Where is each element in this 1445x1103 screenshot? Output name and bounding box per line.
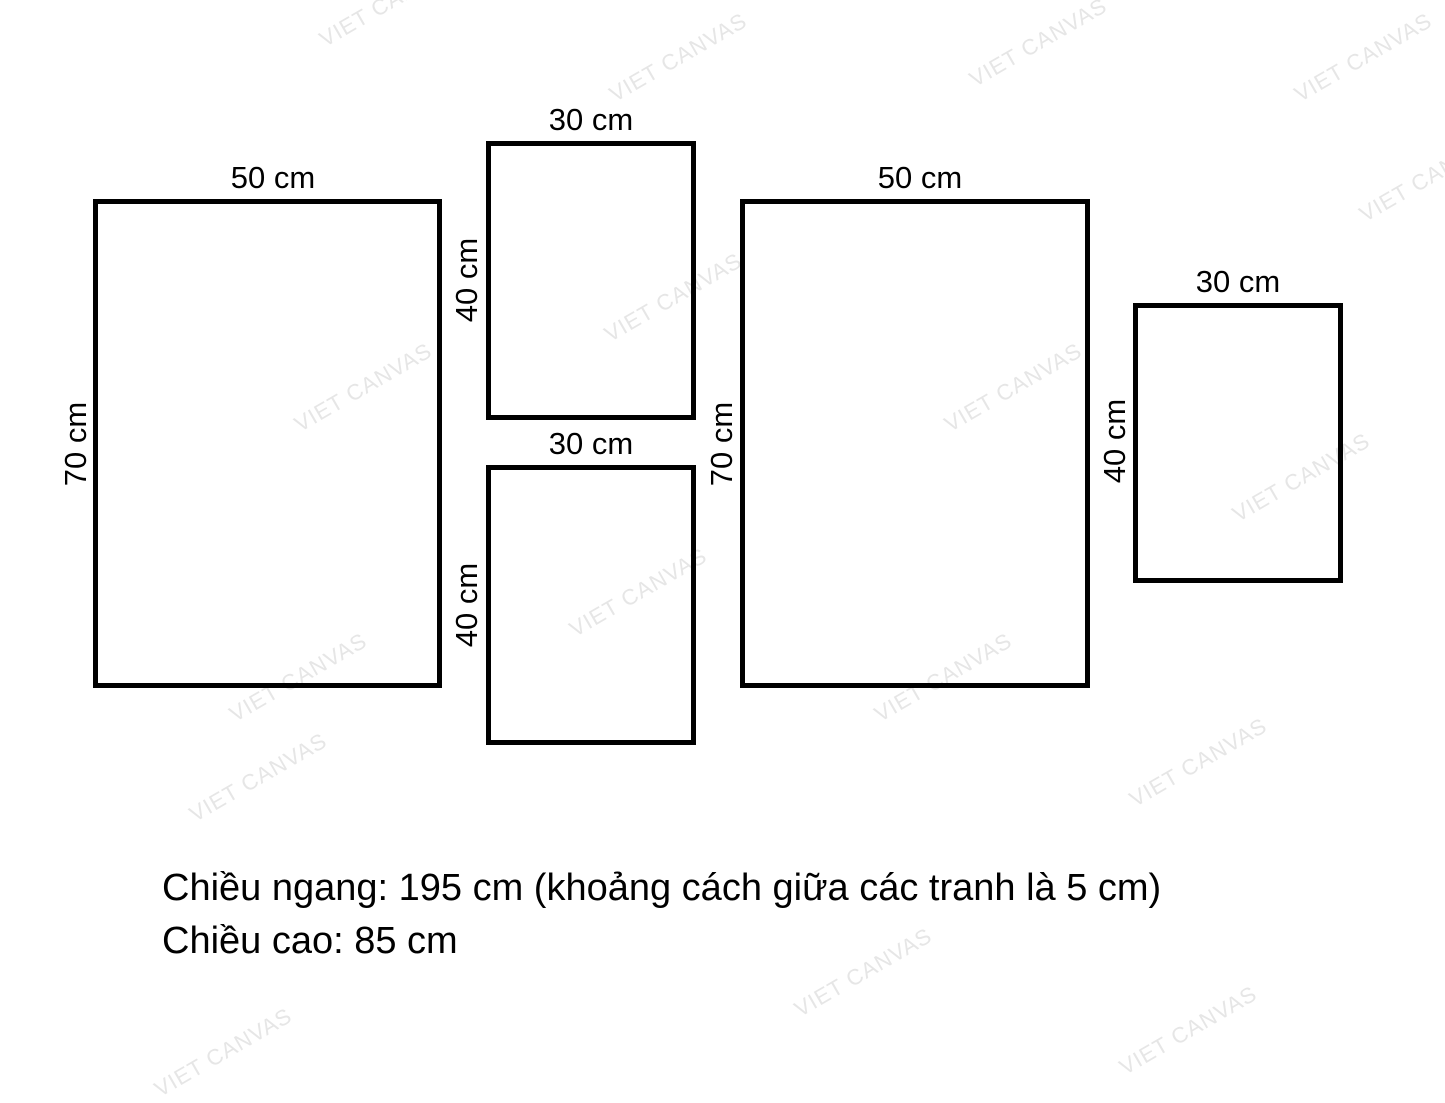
panel-2-frame xyxy=(486,141,696,420)
watermark-text: VIET CANVAS xyxy=(1355,127,1445,227)
panel-1-frame xyxy=(93,199,442,688)
panel-5-width-label: 30 cm xyxy=(1195,264,1281,299)
panel-3-width-label: 30 cm xyxy=(548,426,634,461)
panel-4-frame xyxy=(740,199,1090,688)
panel-2-width-label: 30 cm xyxy=(548,102,634,137)
panel-5-height-label: 40 cm xyxy=(1097,398,1132,484)
watermark-text: VIET CANVAS xyxy=(1115,980,1262,1080)
panel-5-frame xyxy=(1133,303,1343,583)
total-width-caption: Chiều ngang: 195 cm (khoảng cách giữa cá… xyxy=(162,867,1162,909)
total-height-caption: Chiều cao: 85 cm xyxy=(162,920,458,962)
watermark-text: VIET CANVAS xyxy=(1290,7,1437,107)
panel-4-width-label: 50 cm xyxy=(877,160,963,195)
watermark-text: VIET CANVAS xyxy=(605,7,752,107)
panel-4-height-label: 70 cm xyxy=(704,401,739,487)
watermark-text: VIET CANVAS xyxy=(150,1002,297,1102)
panel-1-height-label: 70 cm xyxy=(58,401,93,487)
watermark-text: VIET CANVAS xyxy=(185,727,332,827)
watermark-text: VIET CANVAS xyxy=(790,922,937,1022)
watermark-text: VIET CANVAS xyxy=(1125,712,1272,812)
panel-3-frame xyxy=(486,465,696,745)
panel-3-height-label: 40 cm xyxy=(449,562,484,648)
panel-2-height-label: 40 cm xyxy=(449,237,484,323)
watermark-text: VIET CANVAS xyxy=(965,0,1112,92)
panel-1-width-label: 50 cm xyxy=(230,160,316,195)
watermark-text: VIET CANVAS xyxy=(315,0,462,52)
